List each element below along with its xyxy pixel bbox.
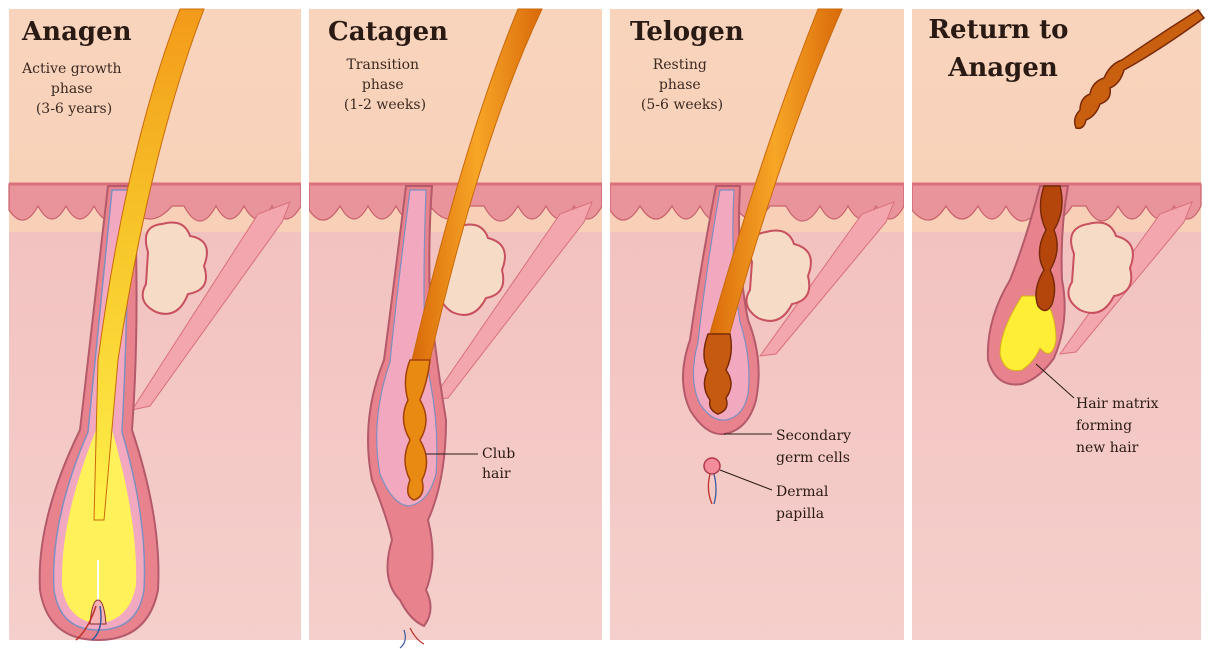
label-line: Hair matrix: [1076, 396, 1159, 412]
panel-title-line: Catagen: [328, 17, 448, 47]
panel-title-line: Telogen: [630, 17, 744, 47]
label-line: Club: [482, 446, 515, 462]
panel-subtitle-line: (5-6 weeks): [641, 97, 723, 113]
label-line: forming: [1076, 418, 1132, 434]
panel-title-line: Return to: [928, 15, 1068, 45]
panel-title: Telogen: [630, 17, 744, 47]
label-line: Secondary: [776, 428, 851, 444]
panel-divider: [301, 0, 309, 649]
label-line: germ cells: [776, 450, 850, 466]
panel-telogen: Secondary germ cells Dermal papilla Telo…: [610, 9, 904, 640]
panel-title-line: Anagen: [947, 53, 1058, 83]
panel-subtitle-line: Active growth: [21, 61, 121, 77]
panel-divider: [602, 0, 610, 649]
panel-title: Anagen: [21, 17, 132, 47]
label-line: papilla: [776, 506, 824, 522]
panel-subtitle-line: phase: [362, 77, 404, 93]
panel-title-line: Anagen: [21, 17, 132, 47]
panel-title: Catagen: [328, 17, 448, 47]
panel-anagen: Anagen Active growth phase (3-6 years): [9, 9, 301, 640]
panel-subtitle-line: phase: [659, 77, 701, 93]
panel-subtitle-line: phase: [51, 81, 93, 97]
panel-subtitle-line: (3-6 years): [36, 101, 112, 117]
panel-catagen: Club hair Catagen Transition phase (1-2 …: [309, 9, 602, 648]
dermal-papilla: [704, 458, 720, 474]
panel-subtitle-line: Transition: [346, 57, 419, 73]
label-line: Dermal: [776, 484, 829, 500]
label-line: new hair: [1076, 440, 1139, 456]
label-line: hair: [482, 466, 511, 482]
panel-subtitle-line: Resting: [653, 57, 707, 73]
panel-subtitle-line: (1-2 weeks): [344, 97, 426, 113]
panel-return-to-anagen: Hair matrix forming new hair Return to A…: [912, 9, 1204, 640]
panel-divider: [904, 0, 912, 649]
